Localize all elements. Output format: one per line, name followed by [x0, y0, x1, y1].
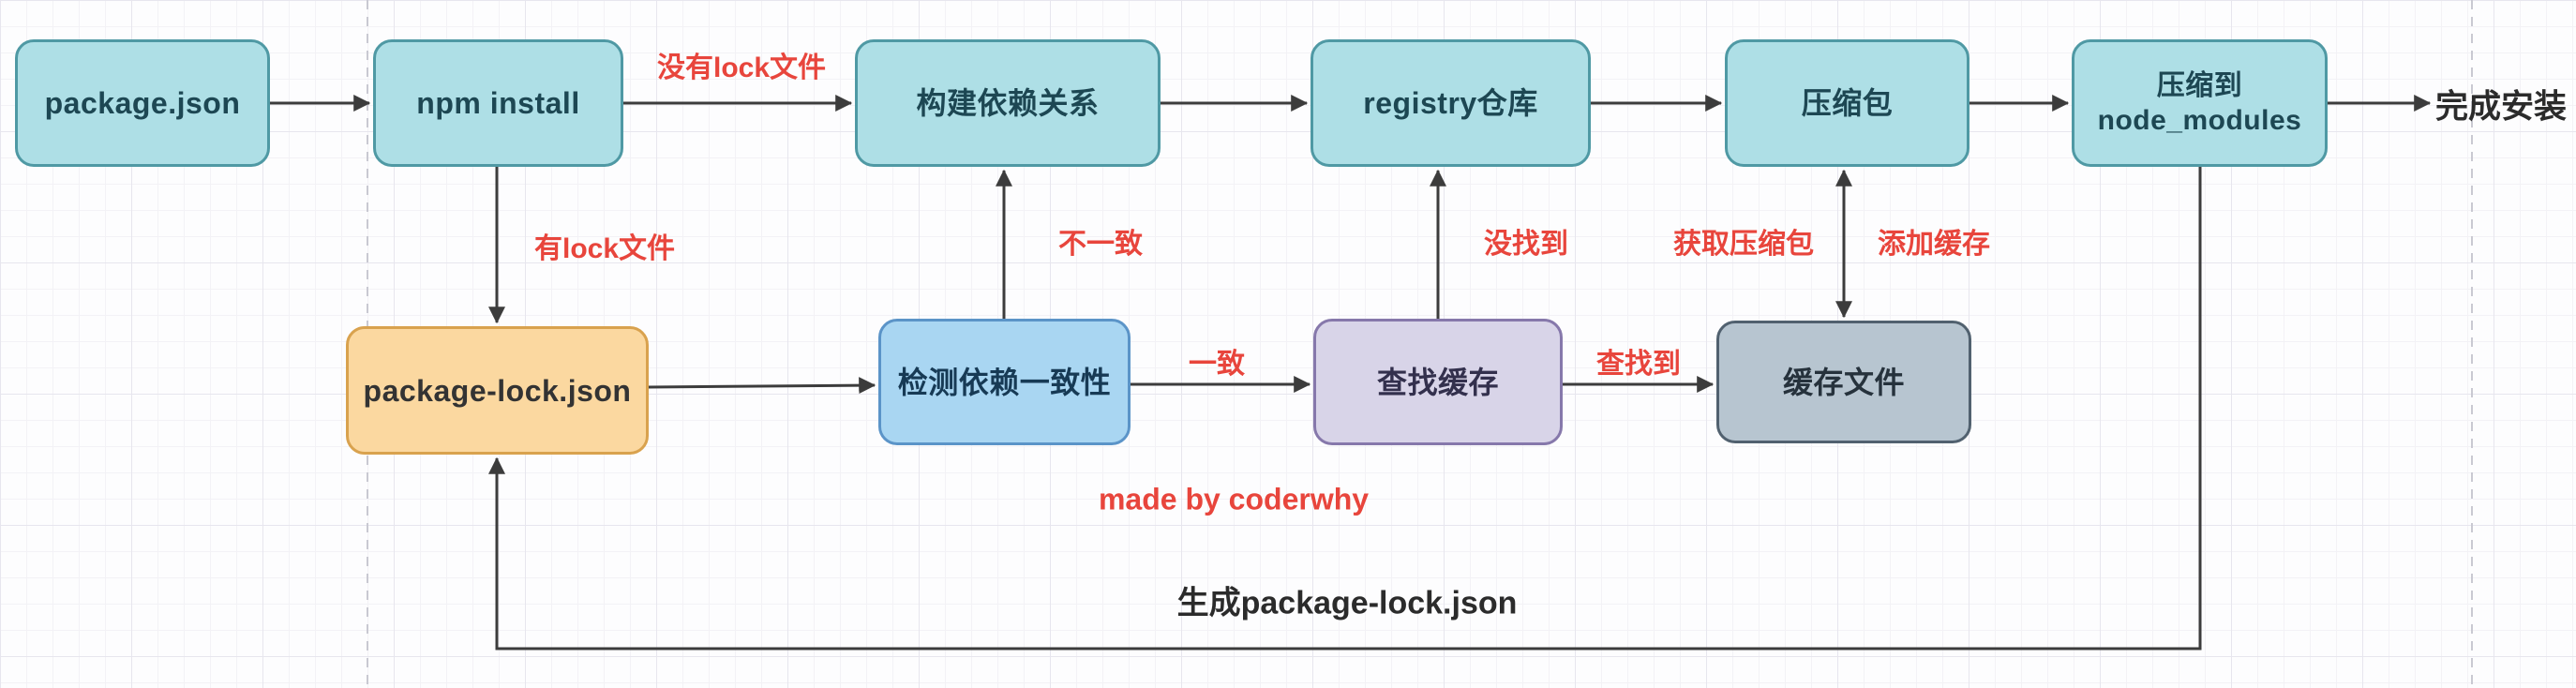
edge-label-no-lock-file: 没有lock文件	[656, 52, 827, 83]
edge-label-mismatch: 不一致	[1058, 229, 1143, 260]
node-registry[interactable]: registry仓库	[1310, 39, 1591, 167]
edge-label-generate-package-lock: 生成package-lock.json	[1176, 585, 1518, 621]
node-extract-to-node-modules[interactable]: 压缩到 node_modules	[2072, 39, 2328, 167]
edge-label-found: 查找到	[1596, 349, 1681, 380]
node-label: 构建依赖关系	[916, 86, 1100, 120]
node-check-dependency-consistency[interactable]: 检测依赖一致性	[878, 319, 1131, 445]
node-label: 查找缓存	[1376, 365, 1499, 399]
node-label: package.json	[44, 86, 241, 120]
node-npm-install[interactable]: npm install	[373, 39, 623, 167]
node-cache-file[interactable]: 缓存文件	[1716, 321, 1971, 443]
node-label: npm install	[416, 86, 580, 120]
arrow-extract-to-packagelock-feedback	[488, 167, 2202, 651]
node-label: 压缩到 node_modules	[2097, 69, 2302, 137]
edge-label-get-tarball: 获取压缩包	[1673, 229, 1814, 260]
node-label: registry仓库	[1363, 86, 1538, 120]
node-package-lock-json[interactable]: package-lock.json	[346, 326, 649, 455]
node-label: 缓存文件	[1782, 365, 1905, 399]
node-label: package-lock.json	[363, 373, 632, 408]
arrow-packagelock-to-check	[648, 377, 876, 395]
node-label: 检测依赖一致性	[897, 365, 1112, 399]
caption-finish-install: 完成安装	[2434, 88, 2568, 126]
node-tarball[interactable]: 压缩包	[1725, 39, 1969, 167]
edge-label-has-lock-file: 有lock文件	[533, 233, 676, 264]
node-find-cache[interactable]: 查找缓存	[1313, 319, 1563, 445]
edge-label-match: 一致	[1189, 349, 1245, 380]
watermark-made-by: made by coderwhy	[1098, 482, 1370, 516]
node-label: 压缩包	[1801, 86, 1894, 120]
edge-label-add-cache: 添加缓存	[1878, 229, 1990, 260]
node-build-dependencies[interactable]: 构建依赖关系	[855, 39, 1161, 167]
node-package-json[interactable]: package.json	[15, 39, 270, 167]
edge-label-not-found: 没找到	[1484, 229, 1568, 260]
